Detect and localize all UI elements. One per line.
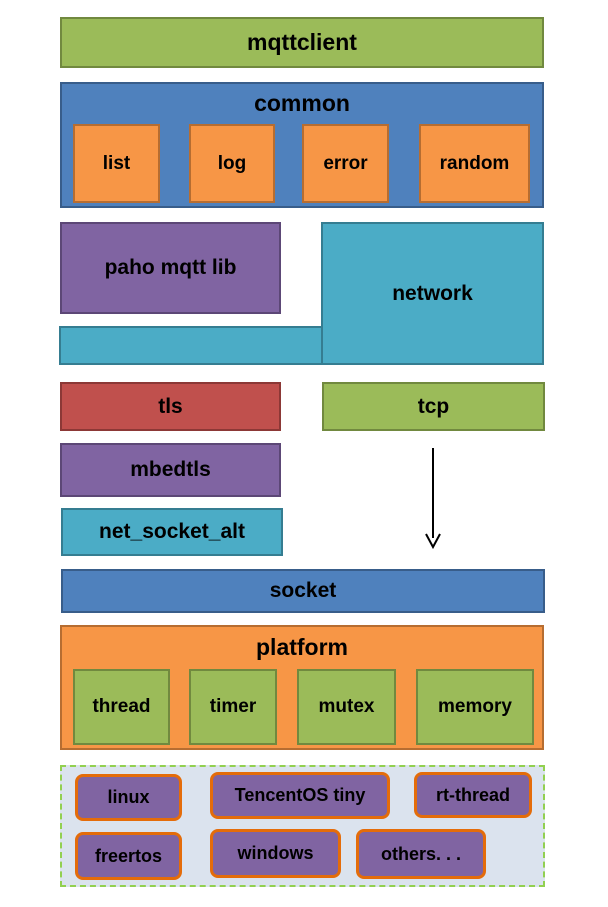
os-windows: windows — [210, 829, 341, 878]
platform-item-mutex: mutex — [297, 669, 396, 745]
tcp-block: tcp — [322, 382, 545, 431]
os-tencentos-tiny: TencentOS tiny — [210, 772, 390, 819]
os-others: others. . . — [356, 829, 486, 879]
common-item-list: list — [73, 124, 160, 203]
platform-item-timer: timer — [189, 669, 277, 745]
os-rt-thread: rt-thread — [414, 772, 532, 818]
common-item-error: error — [302, 124, 389, 203]
net-socket-alt-block: net_socket_alt — [61, 508, 283, 556]
tls-block: tls — [60, 382, 281, 431]
paho-mqtt-lib-block: paho mqtt lib — [60, 222, 281, 314]
network-strip — [59, 326, 324, 365]
os-linux: linux — [75, 774, 182, 821]
common-item-log: log — [189, 124, 275, 203]
mbedtls-block: mbedtls — [60, 443, 281, 497]
os-freertos: freertos — [75, 832, 182, 880]
platform-title: platform — [256, 634, 348, 660]
common-item-random: random — [419, 124, 530, 203]
platform-item-thread: thread — [73, 669, 170, 745]
platform-item-memory: memory — [416, 669, 534, 745]
socket-block: socket — [61, 569, 545, 613]
mqttclient-block: mqttclient — [60, 17, 544, 68]
down-arrow — [425, 448, 441, 550]
network-block: network — [321, 222, 544, 365]
common-title: common — [254, 90, 350, 116]
